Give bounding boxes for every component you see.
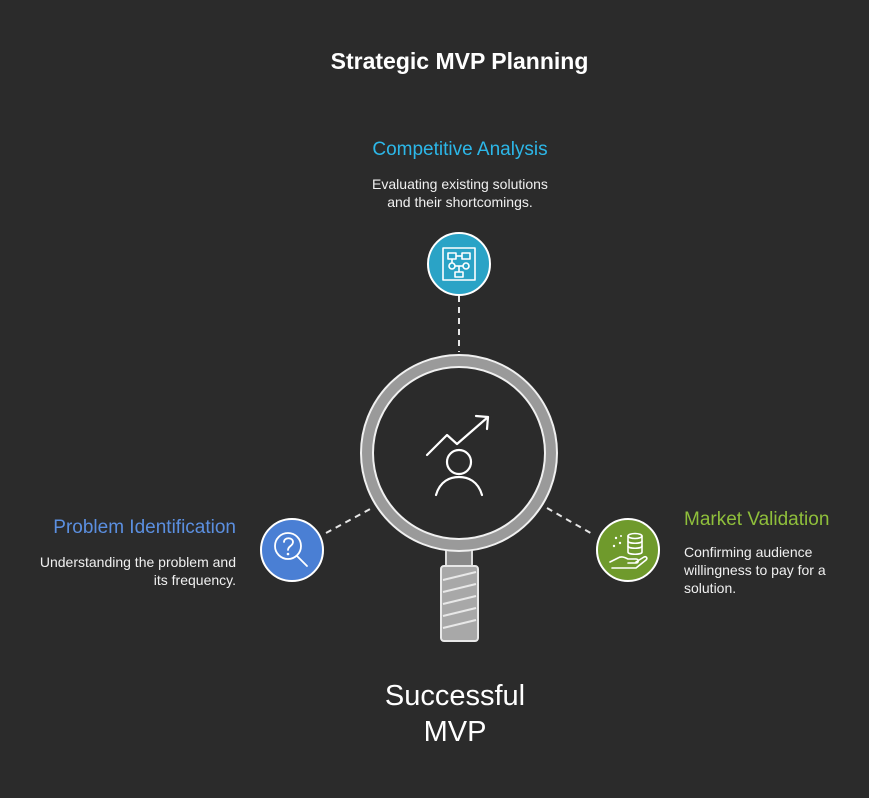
market-validation-description: Confirming audience willingness to pay f…: [684, 543, 864, 597]
question-search-icon: [260, 518, 324, 582]
description-line: and their shortcomings.: [387, 194, 533, 210]
description-line: Understanding the problem and: [39, 554, 236, 570]
problem-identification-description: Understanding the problem and its freque…: [10, 553, 236, 589]
problem-identification-title: Problem Identification: [53, 517, 236, 538]
page-title: Strategic MVP Planning: [330, 48, 589, 74]
connector-market: [546, 507, 595, 536]
magnifier-handle: [440, 548, 479, 642]
flowchart-icon: [427, 232, 491, 296]
description-line: its frequency.: [153, 572, 236, 588]
description-line: willingness to pay for a: [684, 562, 826, 578]
description-line: Confirming audience: [684, 544, 813, 560]
market-validation-title: Market Validation: [684, 509, 830, 530]
center-label-line: MVP: [423, 716, 487, 748]
description-line: solution.: [684, 580, 737, 596]
competitive-analysis-description: Evaluating existing solutions and their …: [260, 175, 660, 211]
magnifier-ring: [360, 354, 558, 552]
competitive-analysis-title: Competitive Analysis: [372, 139, 548, 160]
coins-hand-icon: [596, 518, 660, 582]
center-label-line: Successful: [384, 680, 526, 712]
growth-person-icon: [425, 414, 490, 497]
center-label: Successful MVP: [330, 678, 580, 750]
description-line: Evaluating existing solutions: [372, 176, 548, 192]
connector-problem: [325, 507, 373, 534]
